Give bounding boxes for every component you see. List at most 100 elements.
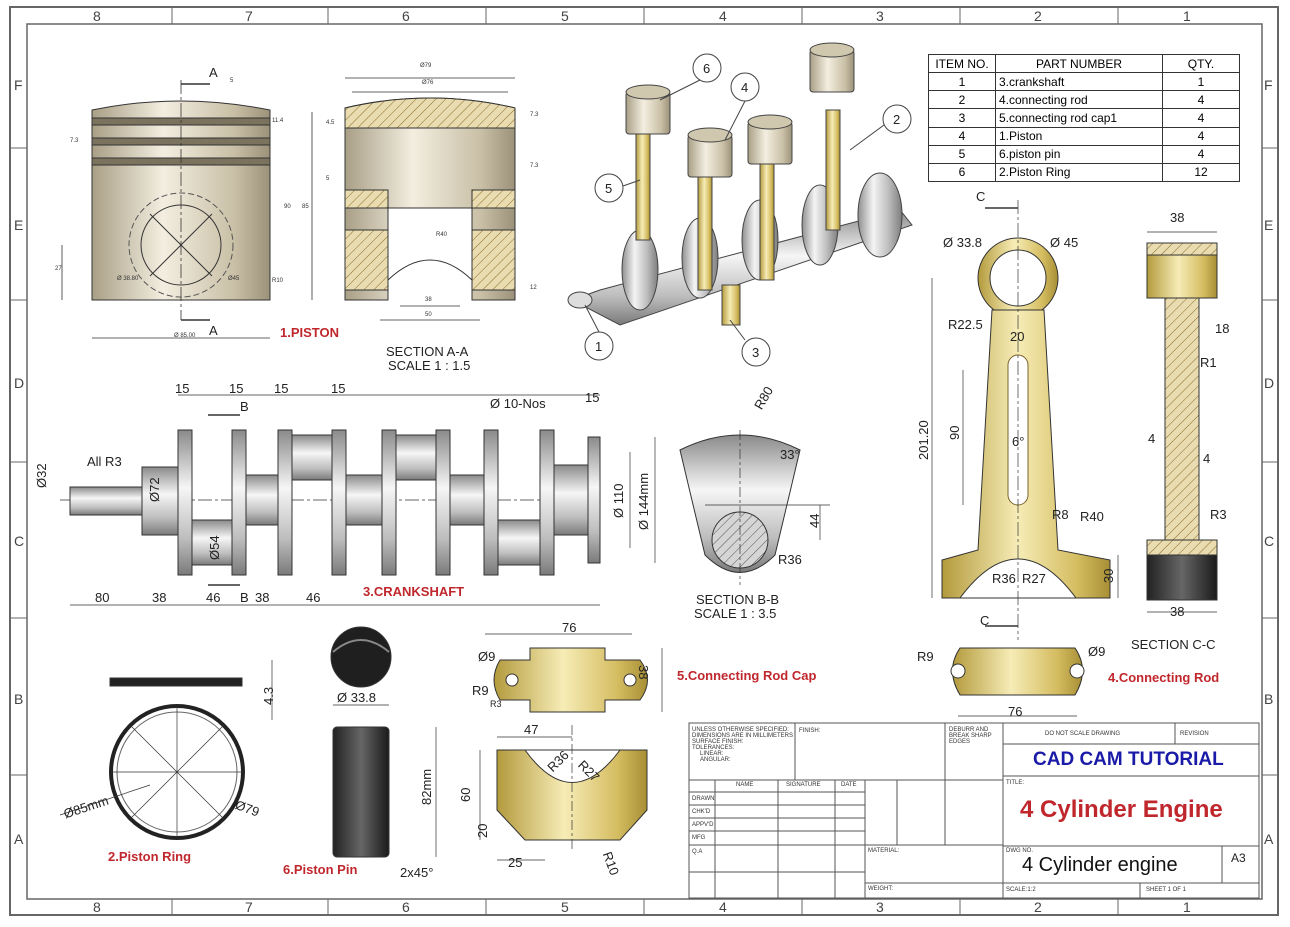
bom-item: 5 [928, 144, 996, 164]
connecting-rod-section-marker-top: C [976, 189, 986, 204]
bom-part: 2.Piston Ring [995, 162, 1163, 183]
dwg-no-value: 4 Cylinder engine [1022, 854, 1178, 876]
dwg-no-label: DWG NO. [1006, 848, 1033, 854]
zone-col-7: 7 [245, 8, 253, 24]
crankshaft-dim: Ø 144mm [636, 472, 651, 530]
section-cc-dim: 4 [1148, 431, 1156, 446]
piston-dim: 27 [55, 266, 62, 272]
piston-dim: 5 [230, 78, 234, 84]
rod-cap-dim: 76 [562, 620, 577, 635]
zone-col-8: 8 [93, 8, 101, 24]
rod-cap-front-view [479, 725, 648, 861]
row-qa: Q.A [692, 849, 703, 855]
zone-row-d: D [14, 375, 25, 391]
zone-row-b-right: B [1264, 691, 1274, 707]
revision-label: REVISION [1180, 731, 1209, 737]
connecting-rod-dim: R8 [1052, 507, 1069, 522]
zone-col-6-bottom: 6 [402, 899, 410, 915]
rod-cap-bottom-view [950, 647, 1085, 717]
engine-assembly-view [567, 42, 913, 326]
note-line: TOLERANCES: [692, 745, 735, 751]
rod-cap-dim: R9 [472, 683, 489, 698]
piston-ring-view [59, 660, 273, 840]
zone-row-d-right: D [1264, 375, 1275, 391]
crankshaft-dim: All R3 [87, 454, 122, 469]
zone-row-a: A [14, 831, 24, 847]
section-aa-dim: R40 [436, 232, 448, 238]
balloon-3: 3 [752, 345, 760, 360]
title-block-notes: UNLESS OTHERWISE SPECIFIED: DIMENSIONS A… [692, 727, 793, 763]
section-cc-view [1146, 231, 1218, 613]
bom-item: 1 [928, 72, 996, 92]
crankshaft-dim: 15 [274, 381, 289, 396]
crankshaft-dim: 15 [585, 390, 600, 405]
crankshaft-dim: 15 [331, 381, 346, 396]
connecting-rod-title: 4.Connecting Rod [1108, 670, 1220, 685]
zone-col-1-bottom: 1 [1183, 899, 1191, 915]
balloon-6: 6 [703, 61, 711, 76]
section-aa-dim: 12 [530, 285, 537, 291]
connecting-rod-dim: Ø 45 [1050, 235, 1079, 250]
crankshaft-dim: Ø72 [147, 477, 162, 502]
connecting-rod-dim: 90 [947, 425, 962, 440]
crankshaft-dim: 46 [306, 590, 321, 605]
sheet-count: SHEET 1 OF 1 [1146, 887, 1186, 893]
deburr-note: DEBURR AND BREAK SHARP EDGES [949, 727, 992, 745]
bom-part: 3.crankshaft [995, 72, 1163, 92]
weight-label: WEIGHT: [868, 886, 893, 892]
bom-qty: 4 [1162, 108, 1240, 128]
rod-cap-dim: R3 [490, 699, 502, 709]
piston-pin-dim: Ø 33.8 [337, 690, 377, 705]
do-not-scale-note: DO NOT SCALE DRAWING [1045, 731, 1121, 737]
zone-col-4-bottom: 4 [719, 899, 727, 915]
scale-label: SCALE:1:2 [1006, 887, 1036, 893]
zone-row-c-right: C [1264, 533, 1275, 549]
connecting-rod-dim: R22.5 [948, 317, 983, 332]
zone-col-5-bottom: 5 [561, 899, 569, 915]
note-line: DIMENSIONS ARE IN MILLIMETERS [692, 733, 794, 739]
zone-col-7-bottom: 7 [245, 899, 253, 915]
zone-col-2-bottom: 2 [1034, 899, 1042, 915]
zone-col-8-bottom: 8 [93, 899, 101, 915]
section-aa-dim: Ø79 [420, 63, 432, 69]
rod-cap-dim: Ø9 [478, 649, 496, 664]
section-cc-dim: R1 [1200, 355, 1217, 370]
deburr-line: BREAK SHARP [949, 733, 992, 739]
piston-dim: Ø45 [228, 276, 240, 282]
bom-qty: 12 [1162, 162, 1240, 183]
crankshaft-view [60, 394, 656, 606]
note-line: LINEAR: [700, 751, 724, 757]
section-bb-dim: R36 [778, 552, 802, 567]
zone-row-f-right: F [1264, 77, 1273, 93]
bom-qty: 4 [1162, 90, 1240, 110]
section-cc-dim: 4 [1203, 451, 1211, 466]
col-signature: SIGNATURE [786, 782, 821, 788]
bom-header-part: PART NUMBER [995, 53, 1163, 74]
crankshaft-dim: Ø54 [207, 535, 222, 560]
crankshaft-dim: 38 [152, 590, 167, 605]
connecting-rod-dim: R36 [992, 571, 1016, 586]
section-cc-dim: 38 [1170, 210, 1185, 225]
connecting-rod-section-marker-bottom: C [980, 613, 990, 628]
section-bb-dim: 44 [807, 513, 822, 528]
zone-row-b: B [14, 691, 24, 707]
section-aa-dim: Ø76 [422, 80, 434, 86]
balloons [584, 53, 912, 367]
zone-row-f: F [14, 77, 23, 93]
connecting-rod-dim: R27 [1022, 571, 1046, 586]
piston-dim: 11.4 [272, 118, 284, 124]
piston-dim: R10 [272, 278, 284, 284]
piston-dim: 7.3 [70, 138, 79, 144]
section-cc-dim: 18 [1215, 321, 1230, 336]
note-line: ANGULAR: [700, 757, 731, 763]
connecting-rod-dim: 201.20 [916, 420, 931, 460]
row-checked: CHK'D [692, 809, 711, 815]
bom-part: 1.Piston [995, 126, 1163, 146]
connecting-rod-dim: 76 [1008, 704, 1023, 719]
piston-section-marker-top: A [209, 65, 218, 80]
rod-cap-dim: 47 [524, 722, 539, 737]
bom-qty: 1 [1162, 72, 1240, 92]
